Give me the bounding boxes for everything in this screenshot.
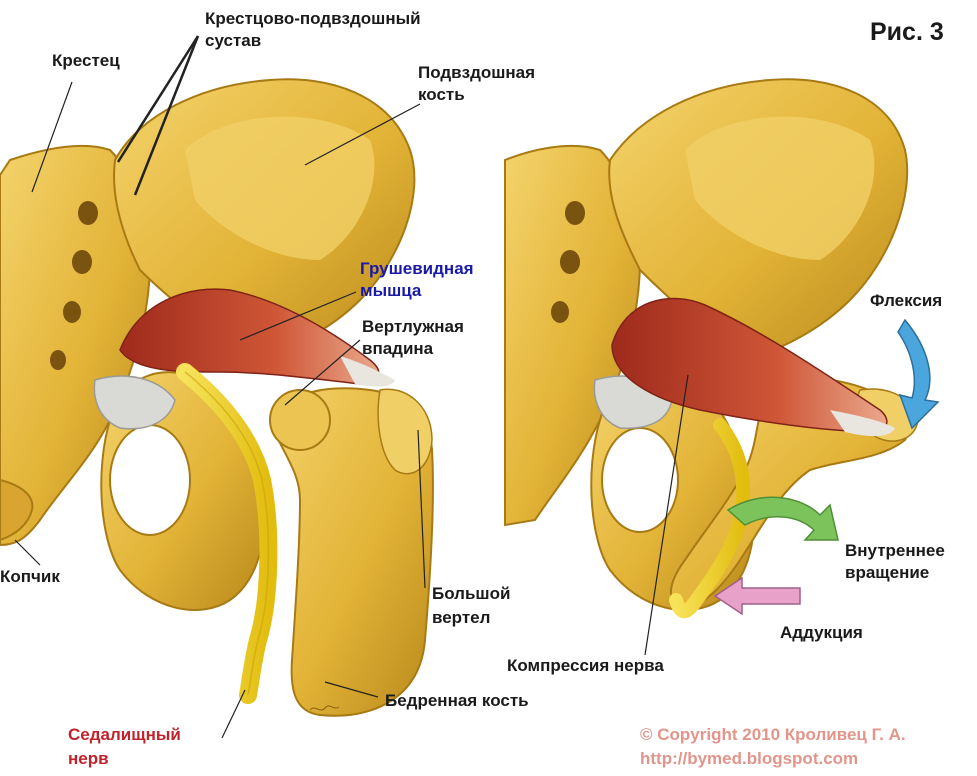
left-pelvis (0, 79, 433, 715)
copyright-line1: © Copyright 2010 Кроливец Г. А. (640, 724, 906, 746)
label-sacrum: Крестец (52, 50, 120, 71)
label-flexion: Флексия (870, 290, 942, 311)
label-nerve-compression: Компрессия нерва (507, 655, 664, 676)
label-ilium-line1: Подвздошная (418, 62, 535, 83)
label-ilium-line2: кость (418, 84, 465, 105)
right-pelvis (505, 79, 938, 614)
label-coccyx: Копчик (0, 566, 60, 587)
label-sacroiliac-joint-line2: сустав (205, 30, 261, 51)
label-piriformis-line2: мышца (360, 280, 421, 301)
copyright-url: http://bymed.blogspot.com (640, 748, 858, 770)
leader-sciatic (222, 690, 245, 738)
sacral-foramen (551, 301, 569, 323)
sacral-foramen (560, 250, 580, 274)
label-greater-trochanter-line1: Большой (432, 583, 510, 604)
sacral-foramen (565, 201, 585, 225)
leader-coccyx (15, 540, 40, 565)
sacral-foramen (63, 301, 81, 323)
sacral-foramen (78, 201, 98, 225)
label-femur: Бедренная кость (385, 690, 529, 711)
obturator-foramen-left (110, 425, 190, 535)
figure-label: Рис. 3 (870, 18, 944, 46)
label-piriformis-line1: Грушевидная (360, 258, 474, 279)
sacral-foramen (50, 350, 66, 370)
label-acetabulum-line2: впадина (362, 338, 433, 359)
label-adduction: Аддукция (780, 622, 863, 643)
label-acetabulum-line1: Вертлужная (362, 316, 464, 337)
label-internal-rotation-line1: Внутреннее (845, 540, 945, 561)
label-internal-rotation-line2: вращение (845, 562, 929, 583)
femoral-head-left (270, 390, 330, 450)
label-sciatic-nerve-line1: Седалищный (68, 724, 181, 745)
sacral-foramen (72, 250, 92, 274)
label-sciatic-nerve-line2: нерв (68, 748, 109, 769)
label-greater-trochanter-line2: вертел (432, 607, 490, 628)
label-sacroiliac-joint-line1: Крестцово-подвздошный (205, 8, 421, 29)
